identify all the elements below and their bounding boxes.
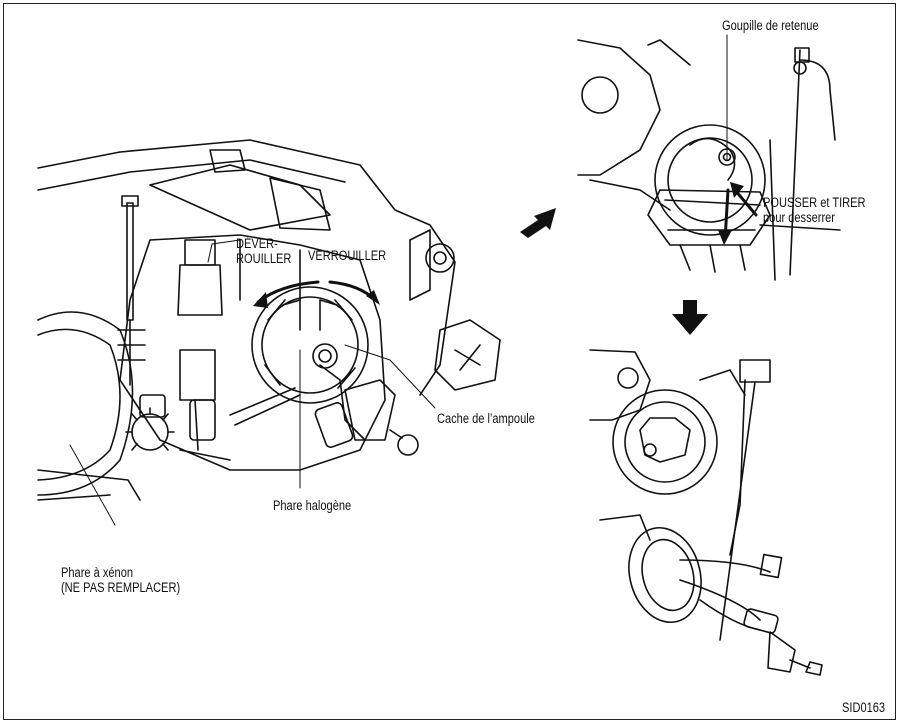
- leader-lines-left: [69, 239, 436, 526]
- figure-frame: [3, 3, 896, 720]
- deverrouiller-label-line1: DÉVER-: [236, 236, 278, 251]
- pousser-label-line1: POUSSER et TIRER: [763, 195, 866, 210]
- bulb-retaining-pin-view: [577, 34, 841, 281]
- figure-code: SID0163: [842, 700, 886, 715]
- bulb-removed-view: [589, 349, 823, 676]
- phare-xenon-label-line2: (NE PAS REMPLACER): [61, 580, 181, 595]
- cache-ampoule-label: Cache de l’ampoule: [437, 411, 535, 426]
- step-arrows: [520, 208, 708, 335]
- phare-halogene-label: Phare halogène: [273, 498, 352, 513]
- verrouiller-label: VERROUILLER: [308, 248, 387, 263]
- headlamp-assembly: [37, 139, 501, 501]
- goupille-label: Goupille de retenue: [722, 18, 819, 33]
- phare-xenon-label-line1: Phare à xénon: [61, 565, 134, 580]
- pousser-label-line2: pour desserrer: [763, 210, 835, 225]
- deverrouiller-label-line2: ROUILLER: [236, 251, 292, 266]
